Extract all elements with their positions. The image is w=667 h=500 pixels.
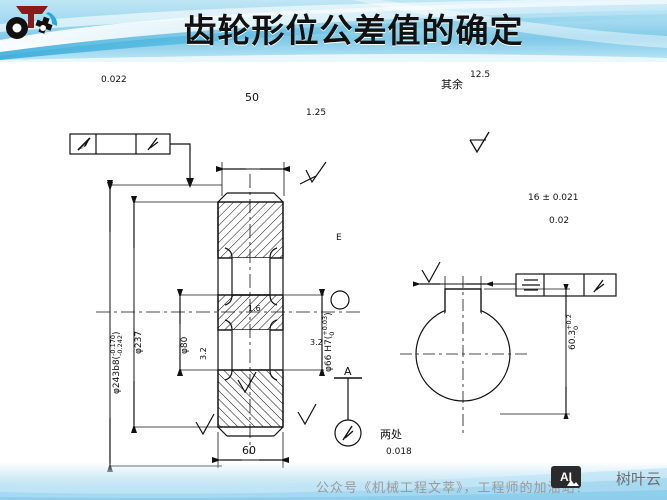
ai-badge: AI: [551, 466, 581, 488]
footer-decoration: [0, 468, 667, 500]
frame-right-value: 0.02: [549, 216, 570, 226]
slide-header: 齿轮形位公差值的确定: [0, 0, 667, 62]
envelope-symbol: E: [336, 233, 342, 243]
dimension-width-top: 50: [245, 91, 259, 104]
frame-bottom-value: 0.018: [386, 447, 412, 457]
header-decoration: [0, 0, 667, 62]
roughness-right-face: 3.2: [310, 338, 323, 347]
page-title: 齿轮形位公差值的确定: [183, 11, 524, 50]
ai-badge-text: AI: [560, 470, 572, 484]
general-note-roughness: 12.5: [470, 70, 491, 80]
frame-top-left-value: 0.022: [101, 75, 127, 85]
bore-value: φ66 H7(: [324, 335, 335, 372]
slide-footer: 公众号《机械工程文萃》，工程师的加油站！ AI 树叶云: [0, 462, 667, 500]
footer-watermark: 公众号《机械工程文萃》，工程师的加油站！: [316, 481, 590, 496]
general-note-label: 其余: [441, 78, 463, 91]
dimension-outer-diameter: φ243b8(-0.170-0.242): [109, 331, 124, 394]
dimension-dia-237: φ237: [134, 330, 144, 354]
mountain-icon: [567, 480, 579, 486]
keyway-depth-value: 60.3: [568, 329, 579, 350]
dimension-width-bottom: 60: [242, 444, 256, 457]
outer-dia-tolerance: -0.170-0.242: [109, 334, 124, 356]
roughness-chamfer: 1.25: [306, 108, 327, 118]
datum-a-label: A: [344, 365, 352, 378]
gear-bolt-logo-icon: [6, 6, 58, 39]
roughness-left-face: 3.2: [199, 347, 208, 360]
brand-name: 树叶云: [615, 470, 661, 488]
frame-bottom-note: 两处: [380, 428, 402, 441]
drawing-sheet: 其余 12.5 50 60 1.25 φ243b8(-0.170-0.242) …: [0, 62, 667, 500]
roughness-bore: 1.6: [248, 304, 261, 313]
dimension-keyway-width: 16 ± 0.021: [528, 193, 579, 203]
engineering-drawing: [69, 131, 617, 472]
dimension-dia-80: φ80: [180, 336, 190, 354]
outer-dia-value: φ243b8(: [112, 355, 123, 394]
